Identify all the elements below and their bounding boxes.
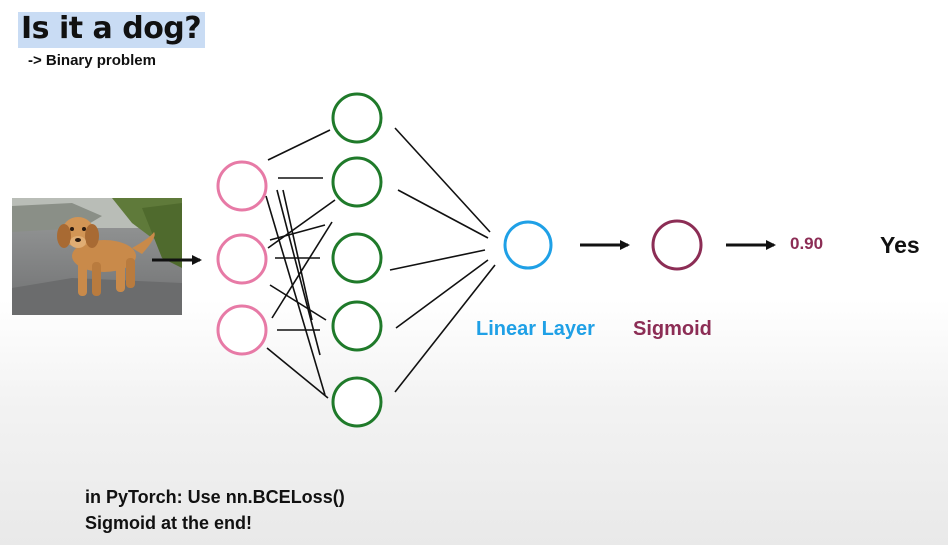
hidden-node	[331, 156, 383, 208]
output-probability: 0.90	[790, 234, 824, 253]
hidden-node	[331, 232, 383, 284]
hidden-node	[331, 376, 383, 428]
input-node	[216, 160, 268, 212]
linear-layer-label: Linear Layer	[476, 318, 595, 340]
hidden-node	[331, 92, 383, 144]
footer-pytorch-note: in PyTorch: Use nn.BCELoss()	[85, 487, 345, 507]
dog-photo-icon	[12, 198, 182, 315]
input-node	[216, 304, 268, 356]
hidden-linear-connections	[389, 127, 496, 393]
input-layer	[216, 160, 268, 356]
dog-photo	[12, 198, 182, 315]
input-node	[216, 233, 268, 285]
hidden-layer	[331, 92, 383, 428]
input-hidden-connections	[265, 129, 336, 399]
linear-layer-node	[503, 220, 553, 270]
page-title: Is it a dog?	[18, 12, 206, 48]
hidden-node	[331, 300, 383, 352]
page-subtitle: -> Binary problem	[28, 52, 156, 69]
output-answer: Yes	[880, 232, 920, 258]
sigmoid-node	[651, 219, 703, 271]
sigmoid-label: Sigmoid	[633, 318, 712, 340]
footer-sigmoid-note: Sigmoid at the end!	[85, 513, 253, 533]
